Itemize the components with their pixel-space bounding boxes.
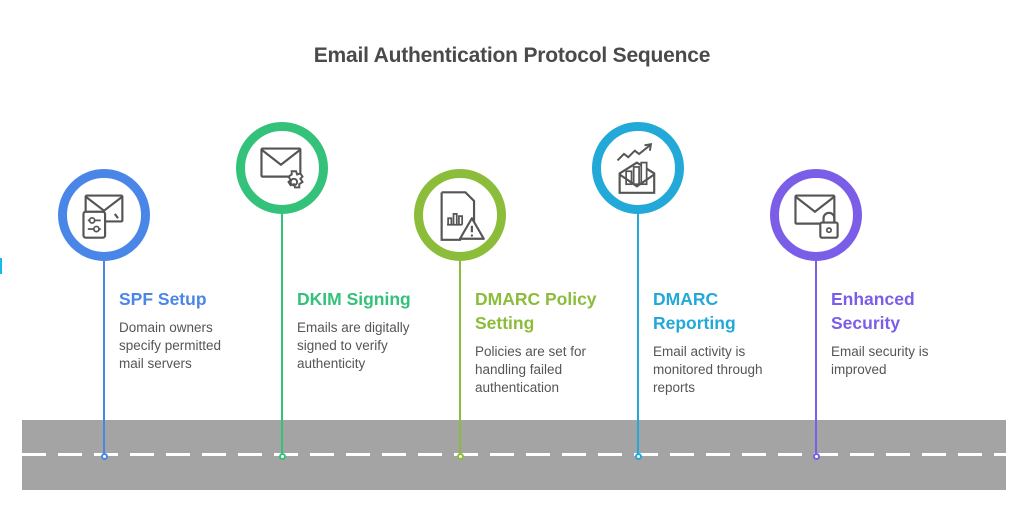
step-title: DMARC Policy Setting [475, 289, 597, 333]
step-icon-ring [236, 122, 328, 214]
step-road-node [634, 452, 642, 460]
step-connector-line [459, 261, 461, 455]
step-connector-line [281, 214, 283, 455]
mail-lock-icon [794, 194, 839, 239]
step-title: Enhanced Security [831, 289, 915, 333]
step-road-node [278, 452, 286, 460]
step-icon-ring [592, 122, 684, 214]
step-icon-ring [770, 169, 862, 261]
step-title: DMARC Reporting [653, 289, 736, 333]
step-road-node [456, 452, 464, 460]
step-description: Email activity is monitored through repo… [653, 344, 763, 395]
step-connector-line [815, 261, 817, 455]
step-connector-line [637, 214, 639, 455]
road-timeline [22, 420, 1006, 490]
step-description: Email security is improved [831, 344, 929, 377]
mail-gear-icon [260, 147, 304, 189]
step-road-node [100, 452, 108, 460]
edge-accent-mark [0, 258, 2, 274]
step-connector-line [103, 261, 105, 455]
step-icon-ring [414, 169, 506, 261]
document-chart-warning-icon [440, 191, 485, 241]
step-title: SPF Setup [119, 289, 207, 309]
mail-trend-chart-icon [616, 143, 656, 194]
step-road-node [812, 452, 820, 460]
mail-settings-sliders-icon [82, 194, 124, 239]
step-title: DKIM Signing [297, 289, 411, 309]
step-description: Emails are digitally signed to verify au… [297, 320, 410, 371]
road-lane-dashes [22, 453, 1006, 456]
step-description: Policies are set for handling failed aut… [475, 344, 587, 395]
diagram-title: Email Authentication Protocol Sequence [313, 44, 711, 67]
step-description: Domain owners specify permitted mail ser… [119, 320, 222, 371]
step-icon-ring [58, 169, 150, 261]
